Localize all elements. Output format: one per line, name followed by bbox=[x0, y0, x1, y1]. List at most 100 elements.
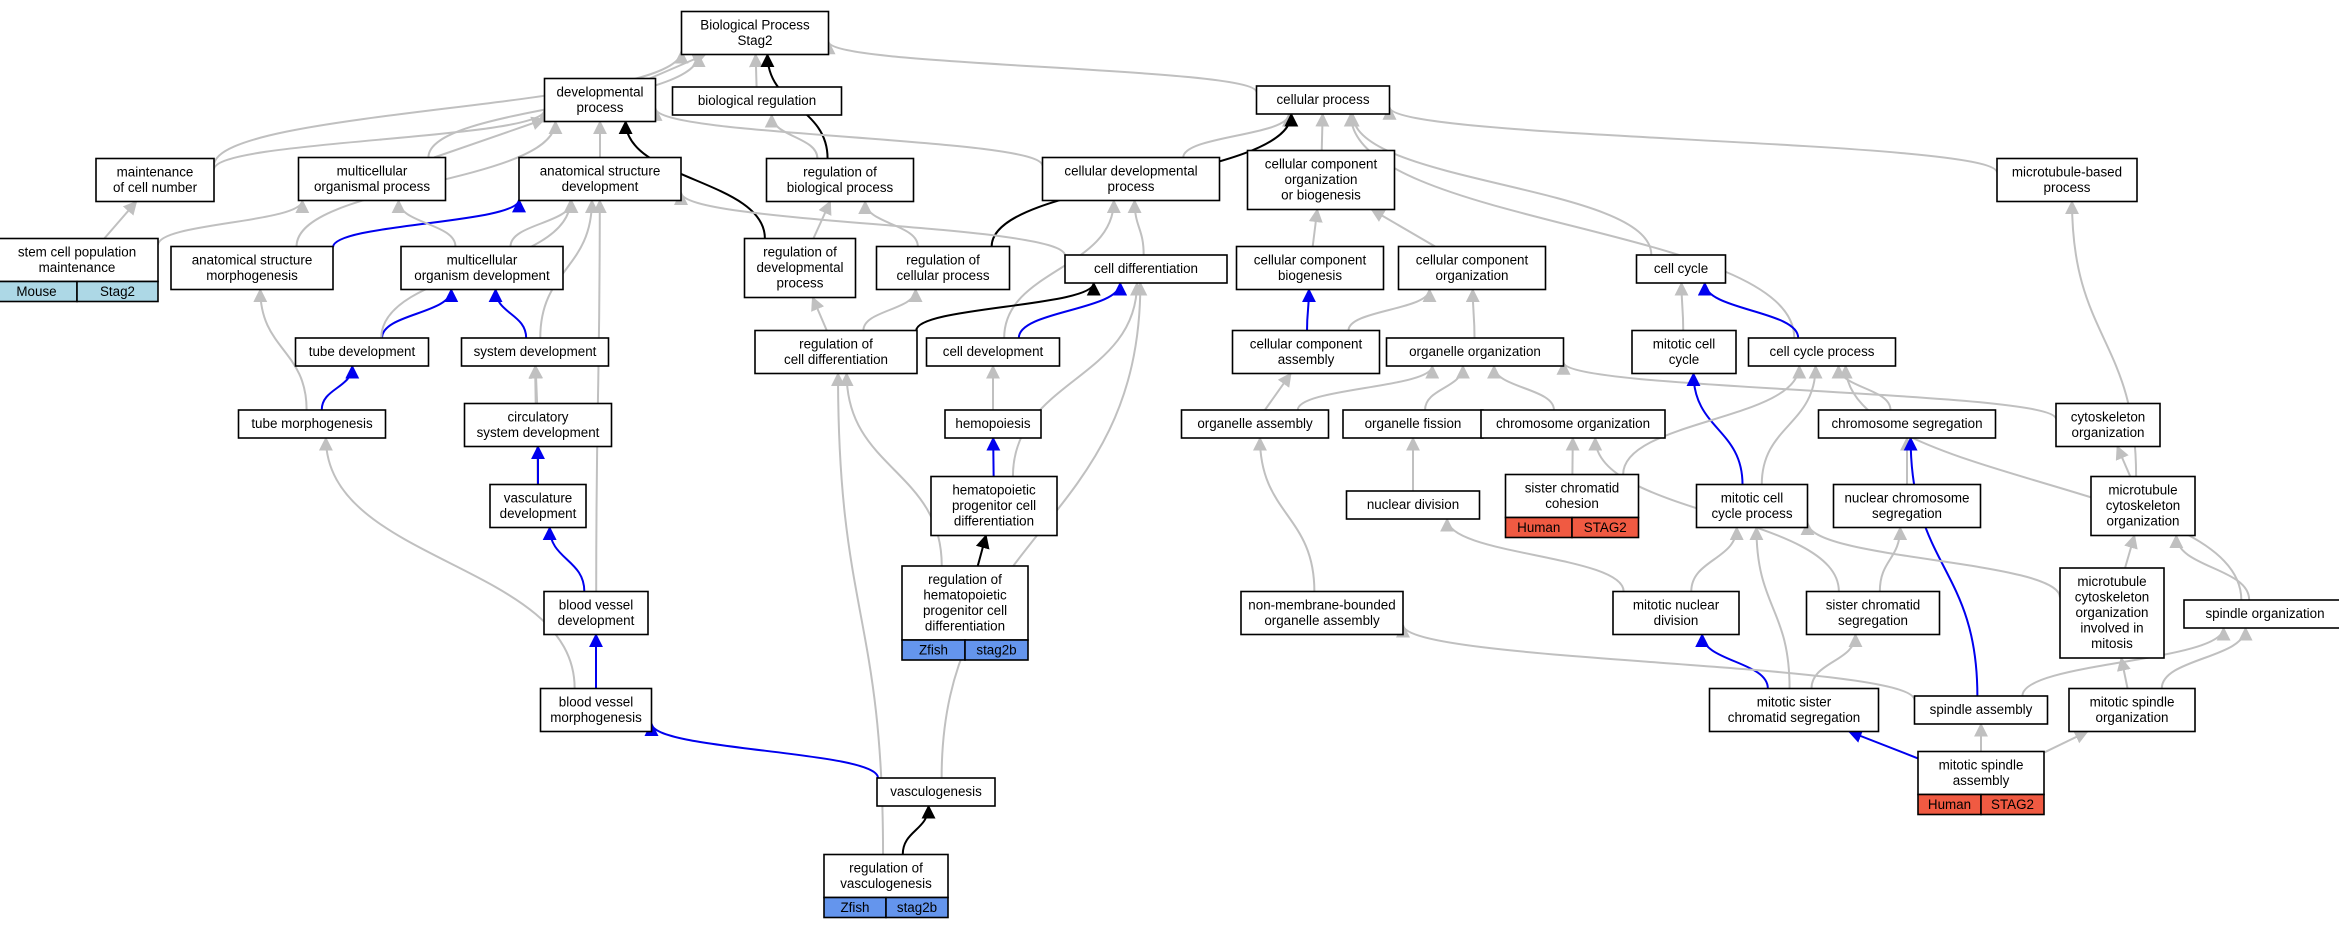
species-tag-cell bbox=[1980, 793, 2045, 816]
go-term-node: organelle organization bbox=[1385, 337, 1565, 367]
is-a-edge bbox=[1370, 208, 1436, 248]
node-label-line: sister chromatid bbox=[1826, 598, 1921, 613]
is-a-edge bbox=[821, 40, 1258, 94]
node-label-line: development bbox=[500, 506, 577, 521]
part-of-edge bbox=[644, 721, 879, 779]
regulates-edge bbox=[915, 281, 1101, 331]
is-a-edge bbox=[1347, 288, 1437, 331]
node-box bbox=[237, 409, 387, 439]
node-label-line: process bbox=[777, 276, 824, 291]
node-box bbox=[1631, 329, 1737, 375]
is-a-edge bbox=[253, 288, 308, 411]
is-a-edge bbox=[318, 436, 576, 689]
species-tag-cell bbox=[76, 280, 159, 303]
node-label-line: process bbox=[2044, 180, 2091, 195]
node-box bbox=[743, 237, 857, 299]
node-label-line: vasculature bbox=[504, 491, 572, 506]
node-box bbox=[1480, 409, 1666, 439]
species-tag-label: Zfish bbox=[919, 643, 948, 658]
node-label-line: mitosis bbox=[2091, 636, 2133, 651]
node-box bbox=[765, 157, 915, 203]
is-a-edge bbox=[539, 199, 599, 339]
go-term-node: cell differentiation bbox=[1064, 254, 1228, 284]
is-a-edge bbox=[2116, 656, 2131, 689]
node-label-line: chromosome organization bbox=[1496, 416, 1650, 431]
node-label-line: multicellular bbox=[447, 253, 518, 268]
node-label-line: cytoskeleton bbox=[2075, 590, 2149, 605]
species-tag-label: Mouse bbox=[16, 284, 56, 299]
node-label-line: regulation of bbox=[763, 245, 837, 260]
node-box bbox=[1397, 245, 1547, 291]
go-term-node: cell development bbox=[925, 337, 1061, 367]
node-label-line: cellular process bbox=[1276, 92, 1369, 107]
regulates-edge bbox=[975, 534, 990, 567]
node-label-line: regulation of bbox=[928, 572, 1002, 587]
is-a-edge bbox=[1003, 199, 1121, 339]
is-a-edge bbox=[1345, 112, 1653, 256]
node-box bbox=[1913, 695, 2049, 725]
go-term-node: microtubulecytoskeletonorganizationinvol… bbox=[2059, 567, 2165, 659]
node-box bbox=[1996, 157, 2138, 203]
node-label-line: cell differentiation bbox=[784, 352, 888, 367]
node-label-line: anatomical structure bbox=[192, 253, 313, 268]
node-label-line: circulatory bbox=[507, 410, 568, 425]
is-a-edge bbox=[1556, 360, 2057, 420]
go-term-node: tube development bbox=[294, 337, 430, 367]
is-a-edge bbox=[1749, 526, 1791, 689]
is-a-edge bbox=[213, 49, 689, 166]
node-box bbox=[944, 409, 1042, 439]
node-label-line: assembly bbox=[1278, 352, 1335, 367]
species-tag-label: Zfish bbox=[840, 900, 869, 915]
node-box bbox=[1385, 337, 1565, 367]
part-of-edge bbox=[1686, 372, 1744, 485]
is-a-edge bbox=[213, 108, 552, 170]
node-box bbox=[1708, 687, 1880, 733]
is-a-edge bbox=[649, 53, 707, 80]
go-term-node: vasculogenesis bbox=[876, 777, 996, 807]
node-label-line: developmental bbox=[556, 85, 643, 100]
is-a-edge bbox=[2160, 626, 2253, 689]
node-label-line: organization bbox=[1285, 172, 1358, 187]
is-a-edge bbox=[1878, 526, 1908, 592]
species-tag-label: stag2b bbox=[976, 643, 1016, 658]
is-a-edge bbox=[811, 296, 828, 331]
node-box bbox=[1917, 750, 2045, 796]
is-a-edge bbox=[2115, 445, 2132, 477]
node-label-line: cell cycle process bbox=[1770, 344, 1875, 359]
node-label-line: multicellular bbox=[337, 164, 408, 179]
is-a-edge bbox=[1343, 112, 1796, 339]
node-box bbox=[1805, 590, 1941, 636]
node-box bbox=[1180, 409, 1330, 439]
node-label-line: Biological Process bbox=[700, 18, 810, 33]
node-label-line: regulation of bbox=[906, 253, 980, 268]
node-box bbox=[1255, 85, 1391, 115]
node-box bbox=[518, 156, 682, 202]
is-a-edge bbox=[831, 372, 885, 855]
node-label-line: cellular component bbox=[1265, 157, 1378, 172]
node-label-line: blood vessel bbox=[559, 695, 633, 710]
part-of-edge bbox=[1847, 729, 1919, 760]
is-a-edge bbox=[812, 200, 832, 239]
node-label-line: mitotic spindle bbox=[2090, 695, 2175, 710]
is-a-edge bbox=[1127, 199, 1145, 256]
node-label-line: process bbox=[1108, 179, 1155, 194]
node-label-line: mitotic cell bbox=[1653, 337, 1716, 352]
node-label-line: division bbox=[1654, 613, 1699, 628]
is-a-edge bbox=[1800, 521, 2061, 598]
node-label-line: assembly bbox=[1953, 773, 2010, 788]
is-a-edge bbox=[749, 53, 763, 88]
node-label-line: of cell number bbox=[113, 180, 198, 195]
is-a-edge bbox=[391, 199, 457, 247]
node-label-line: cycle bbox=[1669, 352, 1700, 367]
is-a-edge bbox=[2043, 730, 2089, 754]
